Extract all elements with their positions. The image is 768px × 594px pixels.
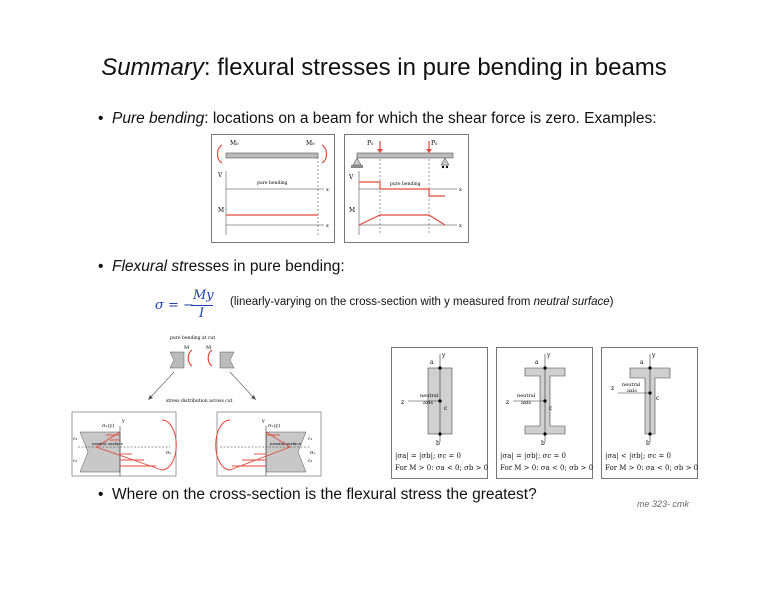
sec3-z: z bbox=[611, 385, 614, 392]
left-y: y bbox=[121, 418, 125, 424]
m-label-left: M bbox=[218, 207, 224, 214]
beam-forces-svg: P₀ P₀ V x pure bending M x bbox=[348, 140, 462, 235]
sec3-c: c bbox=[656, 395, 660, 402]
v-label-left: V bbox=[217, 172, 223, 179]
formula-note-post: ) bbox=[609, 296, 614, 308]
cross-section-i-beam: y z a b c neutral axis |σa| = |σb|; σc =… bbox=[496, 347, 593, 479]
sec2-line2: For M > 0: σa < 0; σb > 0 bbox=[500, 464, 594, 472]
section-rect-svg: y z a b c neutral axis bbox=[401, 352, 453, 447]
formula-note: (linearly-varying on the cross-section w… bbox=[230, 296, 614, 308]
sec1-b: b bbox=[436, 440, 440, 447]
left-sigma: σₓ bbox=[166, 450, 172, 456]
sec2-y: y bbox=[546, 352, 551, 359]
formula-note-pre: (linearly-varying on the cross-section w… bbox=[230, 296, 534, 308]
title-rest: : flexural stresses in pure bending in b… bbox=[203, 54, 667, 81]
cross-section-t-beam: y z a b c neutral axis |σa| < |σb|; σc =… bbox=[601, 347, 698, 479]
beam-moments-svg: M₀ M₀ V x pure bending M x bbox=[216, 140, 329, 235]
sec3-axis: axis bbox=[627, 388, 637, 394]
section-i-svg: y z a b c neutral axis bbox=[506, 352, 566, 447]
sec3-line1: |σa| < |σb|; σc = 0 bbox=[605, 452, 672, 460]
formula-fraction-bar bbox=[191, 305, 213, 306]
right-c2: c₂ bbox=[308, 459, 313, 464]
sec2-z: z bbox=[506, 399, 509, 406]
sec1-a: a bbox=[430, 359, 434, 366]
right-y: y bbox=[261, 418, 265, 424]
pure-bending-cut-label: pure bending at cut bbox=[170, 335, 215, 341]
flexure-formula: σ = − My I bbox=[155, 288, 215, 324]
title-italic: Summary bbox=[101, 54, 204, 81]
bullet-flexural: • Flexural stresses in pure bending: bbox=[98, 258, 345, 276]
left-c1: c₁ bbox=[73, 437, 78, 442]
sec1-c: c bbox=[444, 405, 448, 412]
sec3-line2: For M > 0: σa < 0; σb > 0 bbox=[605, 464, 699, 472]
m-right-cut: M bbox=[206, 345, 211, 351]
sec2-c: c bbox=[549, 405, 553, 412]
beam-diagram-moments: M₀ M₀ V x pure bending M x bbox=[211, 134, 335, 243]
sec2-line1: |σa| = |σb|; σc = 0 bbox=[500, 452, 567, 460]
credit-footer: me 323- cmk bbox=[637, 499, 690, 509]
left-neutral: neutral surface bbox=[92, 441, 124, 446]
x-label-right-v: x bbox=[459, 187, 462, 193]
sec2-b: b bbox=[541, 440, 545, 447]
sec1-z: z bbox=[401, 399, 404, 406]
sec2-axis: axis bbox=[521, 400, 531, 406]
m-label-right: M bbox=[349, 207, 355, 214]
bullet-dot: • bbox=[98, 258, 104, 275]
bullet1-italic: Pure bending bbox=[112, 110, 205, 127]
sec2-neutral: neutral bbox=[517, 393, 536, 399]
stress-distribution-label: stress distribution across cut bbox=[166, 398, 233, 404]
x-label-left-m: x bbox=[326, 223, 329, 229]
sec3-y: y bbox=[651, 352, 656, 359]
formula-lhs: σ = − bbox=[155, 298, 194, 313]
left-c2: c₂ bbox=[73, 459, 78, 464]
sec1-y: y bbox=[441, 352, 446, 359]
m-left-cut: M bbox=[184, 345, 189, 351]
right-sigma-top: σₓ(y) bbox=[268, 422, 280, 429]
x-label-left-v: x bbox=[326, 187, 329, 193]
bullet1-rest: : locations on a beam for which the shea… bbox=[204, 110, 657, 127]
formula-numerator: My bbox=[193, 288, 214, 303]
sec1-axis: axis bbox=[423, 400, 433, 406]
bullet2-rest: resses in pure bending: bbox=[183, 258, 345, 275]
formula-denominator: I bbox=[199, 306, 205, 321]
formula-note-italic: neutral surface bbox=[533, 296, 610, 308]
stress-distribution-svg: pure bending at cut M M stress distribut… bbox=[71, 335, 322, 477]
p0-left: P₀ bbox=[367, 140, 374, 147]
cross-section-rectangle: y z a b c neutral axis |σa| = |σb|; σc =… bbox=[391, 347, 488, 479]
stress-distribution-figure: pure bending at cut M M stress distribut… bbox=[70, 330, 380, 480]
pure-bending-left: pure bending bbox=[257, 180, 288, 186]
m0-left: M₀ bbox=[230, 140, 239, 147]
right-c1: c₁ bbox=[308, 437, 313, 442]
v-label-right: V bbox=[348, 174, 354, 181]
sec3-neutral: neutral bbox=[622, 382, 641, 388]
beam-diagram-forces: P₀ P₀ V x pure bending M x bbox=[344, 134, 469, 243]
right-neutral: neutral surface bbox=[270, 441, 302, 446]
page-title: Summary: flexural stresses in pure bendi… bbox=[0, 54, 768, 82]
m0-right: M₀ bbox=[306, 140, 315, 147]
pure-bending-right: pure bending bbox=[390, 181, 421, 187]
sec1-neutral: neutral bbox=[420, 393, 439, 399]
bullet-dot: • bbox=[98, 110, 104, 127]
bullet-dot: • bbox=[98, 486, 104, 503]
bullet-question: • Where on the cross-section is the flexu… bbox=[98, 486, 537, 504]
x-label-right-m: x bbox=[459, 223, 462, 229]
sec1-line2: For M > 0: σa < 0; σb > 0 bbox=[395, 464, 489, 472]
p0-right: P₀ bbox=[431, 140, 438, 147]
sec1-line1: |σa| = |σb|; σc = 0 bbox=[395, 452, 462, 460]
sec2-a: a bbox=[535, 359, 539, 366]
sec3-a: a bbox=[640, 359, 644, 366]
bullet3-text: Where on the cross-section is the flexur… bbox=[112, 486, 537, 503]
bullet2-italic: Flexural st bbox=[112, 258, 184, 275]
sec3-b: b bbox=[646, 440, 650, 447]
right-sigma: σₓ bbox=[310, 450, 316, 456]
bullet-pure-bending: • Pure bending: locations on a beam for w… bbox=[98, 110, 657, 128]
left-sigma-top: σₓ(y) bbox=[102, 422, 114, 429]
section-t-svg: y z a b c neutral axis bbox=[611, 352, 671, 447]
